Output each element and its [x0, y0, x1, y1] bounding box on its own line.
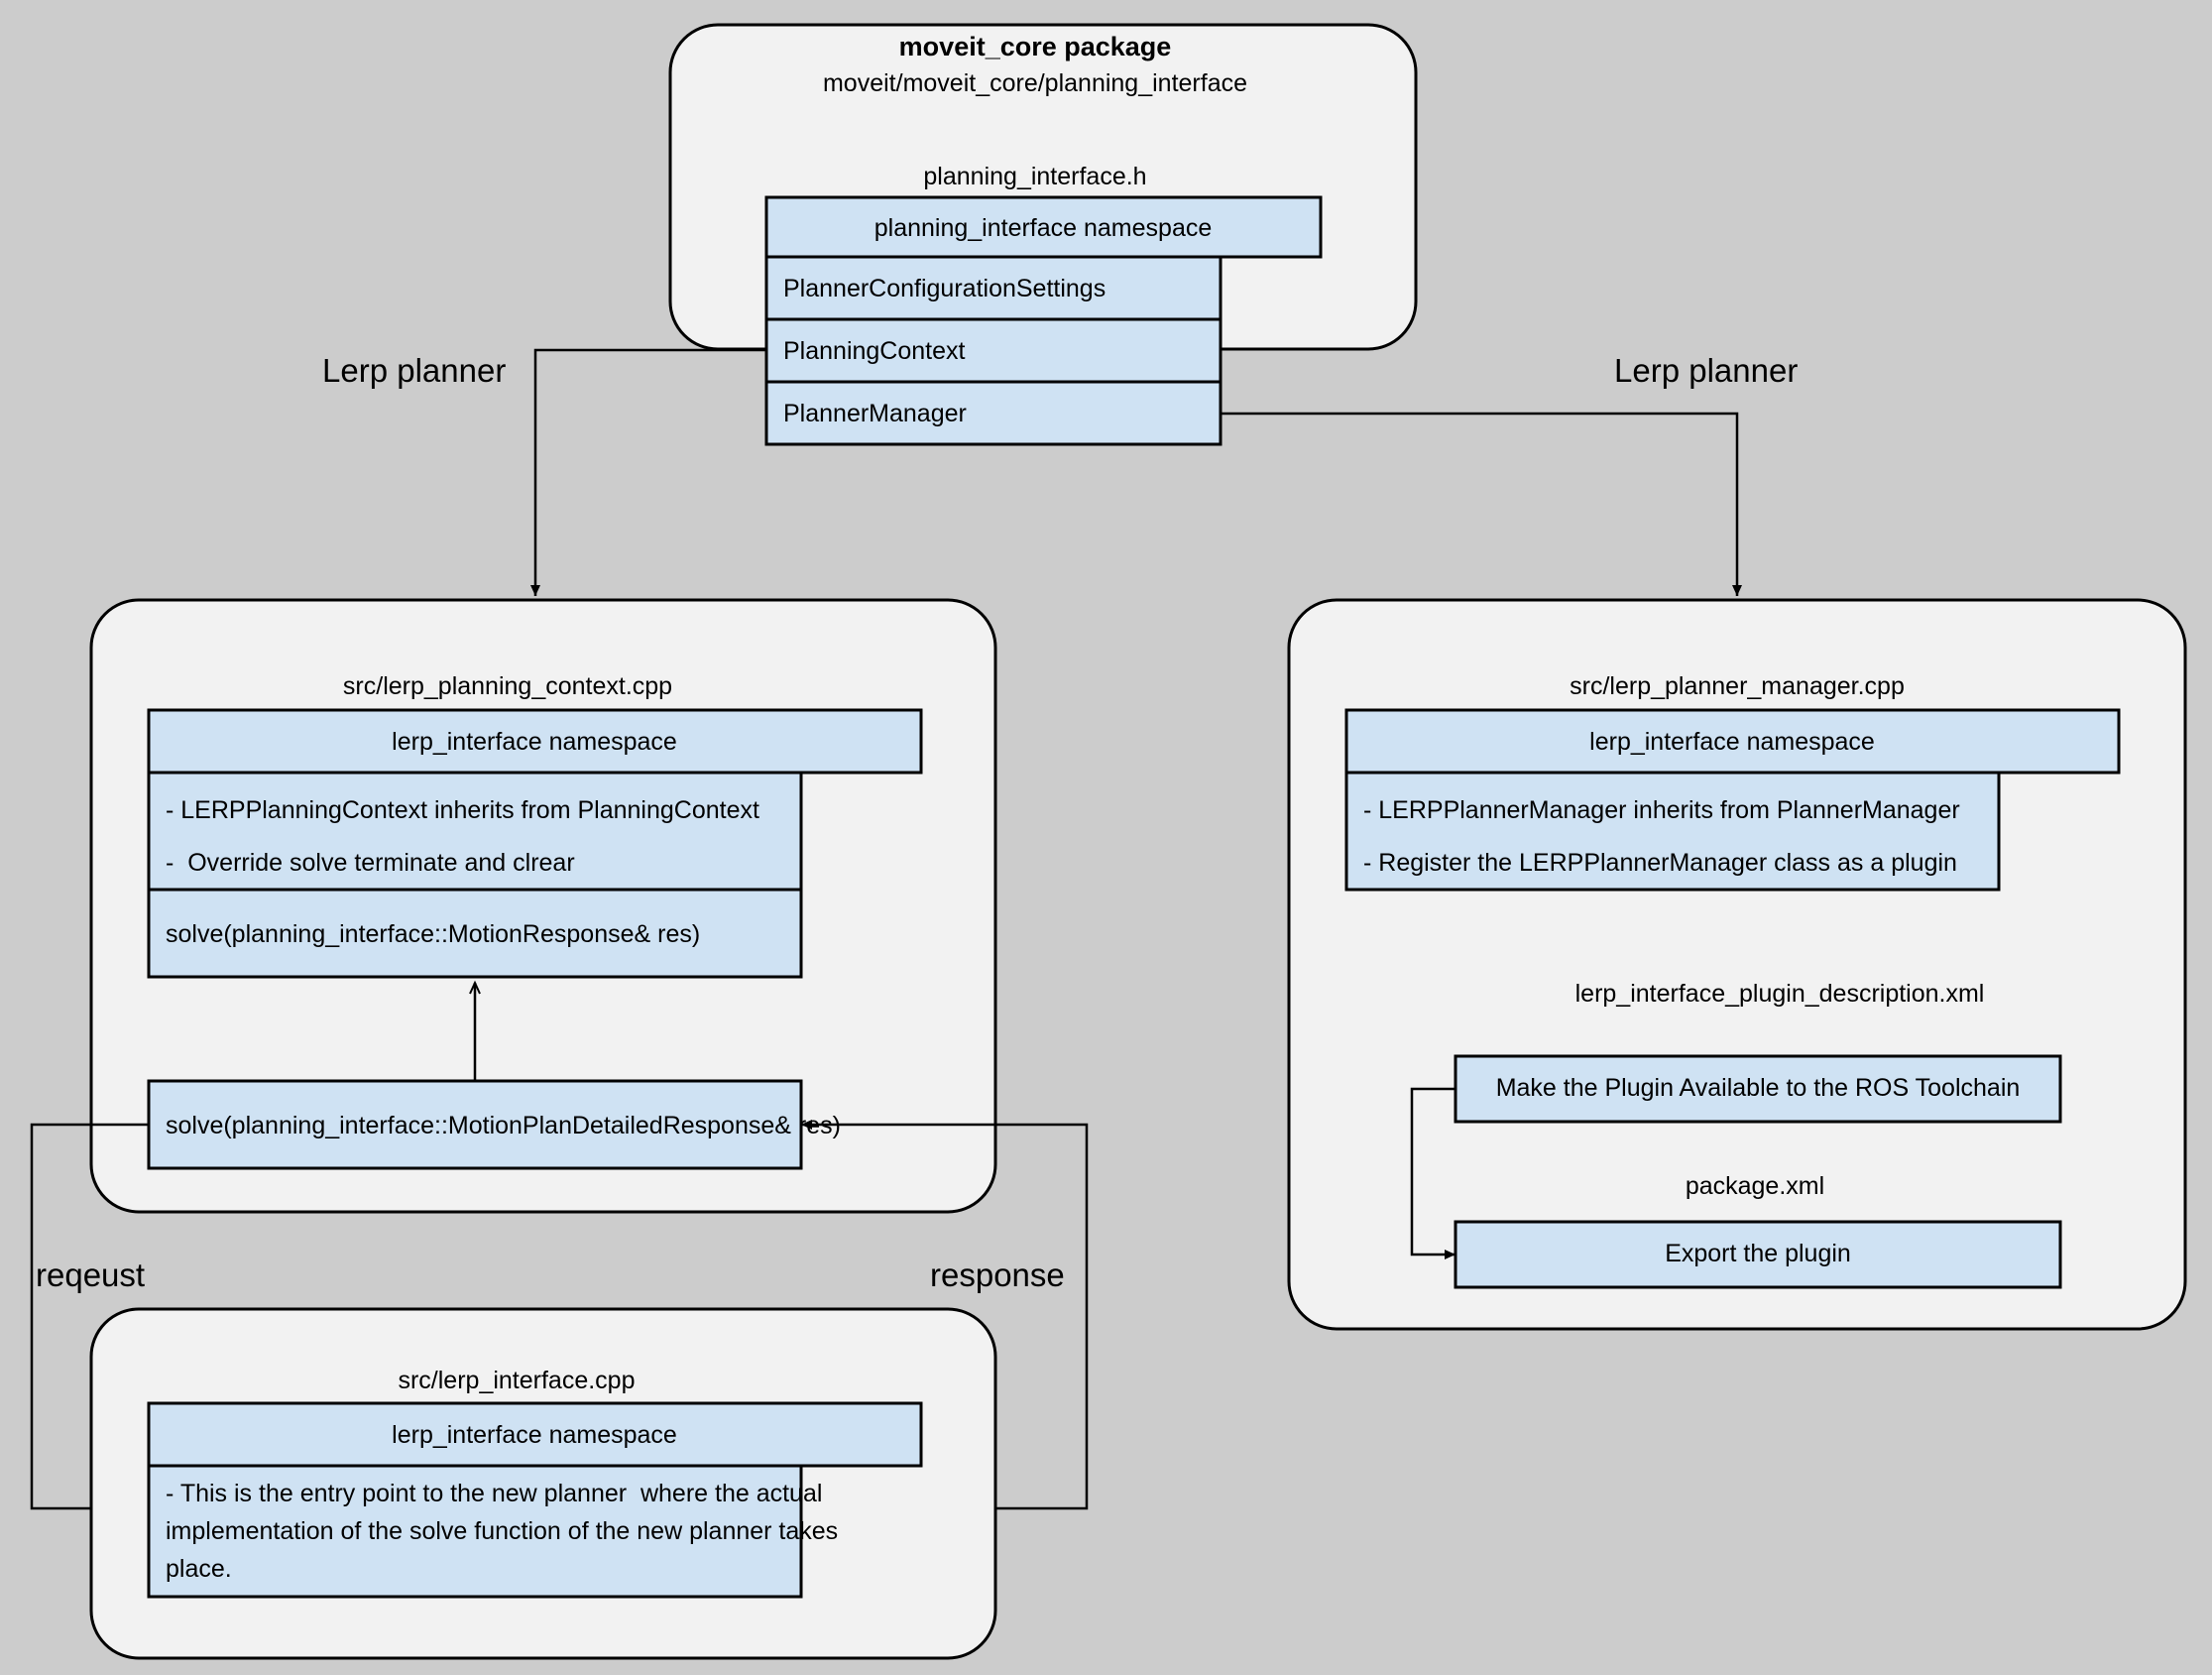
- lerp-interface-caption: src/lerp_interface.cpp: [398, 1367, 635, 1394]
- lerp-manager-namespace-box[interactable]: [1344, 708, 2121, 775]
- planning-context-label: PlanningContext: [783, 337, 966, 365]
- planning-interface-h-caption: planning_interface.h: [923, 163, 1146, 190]
- planning-context-box[interactable]: [764, 317, 1222, 384]
- lerp-interface-note-box[interactable]: [147, 1464, 803, 1599]
- lerp-context-solve-detailedresponse-box[interactable]: [147, 1079, 803, 1170]
- edge-label-lerp-planner-left: Lerp planner: [322, 352, 506, 389]
- lerp-context-solve-detailedresponse-label: solve(planning_interface::MotionPlanDeta…: [166, 1112, 841, 1139]
- planner-configuration-settings-label: PlannerConfigurationSettings: [783, 275, 1106, 302]
- flow-label-request: reqeust: [36, 1256, 145, 1293]
- lerp-context-namespace-box[interactable]: [147, 708, 923, 775]
- lerp-interface-note-line-1: implementation of the solve function of …: [166, 1517, 838, 1545]
- lerp-context-notes-box[interactable]: [147, 771, 803, 892]
- lerp-planner-manager-caption: src/lerp_planner_manager.cpp: [1570, 672, 1905, 700]
- package-xml-caption: package.xml: [1686, 1172, 1824, 1200]
- lerp-context-solve-motionresponse-label: solve(planning_interface::MotionResponse…: [166, 920, 700, 948]
- edge-planner-manager-to-lerp-manager: [1221, 412, 1742, 596]
- lerp-context-namespace-label: lerp_interface namespace: [392, 728, 677, 756]
- planning-interface-namespace-box[interactable]: [764, 195, 1323, 259]
- lerp-manager-namespace-label: lerp_interface namespace: [1589, 728, 1875, 756]
- edge-plugin-to-export: [1410, 1087, 1455, 1259]
- lerp-context-solve-motionresponse-box[interactable]: [147, 888, 803, 979]
- lerp-interface-note-line-2: place.: [166, 1555, 232, 1583]
- lerp-context-note-1: - Override solve terminate and clrear: [166, 849, 575, 877]
- lerp-planning-context-caption: src/lerp_planning_context.cpp: [343, 672, 672, 700]
- moveit-core-title: moveit_core package: [899, 32, 1172, 61]
- planner-manager-label: PlannerManager: [783, 400, 967, 427]
- lerp-interface-note-line-0: - This is the entry point to the new pla…: [166, 1480, 822, 1507]
- export-plugin-label: Export the plugin: [1665, 1240, 1851, 1267]
- make-plugin-available-label: Make the Plugin Available to the ROS Too…: [1496, 1074, 2021, 1102]
- planner-manager-box[interactable]: [764, 380, 1222, 446]
- edge-label-lerp-planner-right: Lerp planner: [1614, 352, 1798, 389]
- planning-interface-namespace-label: planning_interface namespace: [874, 214, 1213, 242]
- lerp-context-note-0: - LERPPlanningContext inherits from Plan…: [166, 796, 759, 824]
- moveit-core-subtitle: moveit/moveit_core/planning_interface: [823, 69, 1247, 97]
- planner-configuration-settings-box[interactable]: [764, 255, 1222, 321]
- flow-label-response: response: [930, 1256, 1065, 1293]
- plugin-description-xml-caption: lerp_interface_plugin_description.xml: [1575, 980, 1985, 1008]
- lerp-manager-note-0: - LERPPlannerManager inherits from Plann…: [1363, 796, 1960, 824]
- lerp-manager-notes-box[interactable]: [1344, 771, 2001, 892]
- edge-planning-context-to-lerp-context: [530, 348, 766, 596]
- lerp-interface-namespace-label: lerp_interface namespace: [392, 1421, 677, 1449]
- lerp-manager-note-1: - Register the LERPPlannerManager class …: [1363, 849, 1957, 877]
- lerp-interface-namespace-box[interactable]: [147, 1401, 923, 1468]
